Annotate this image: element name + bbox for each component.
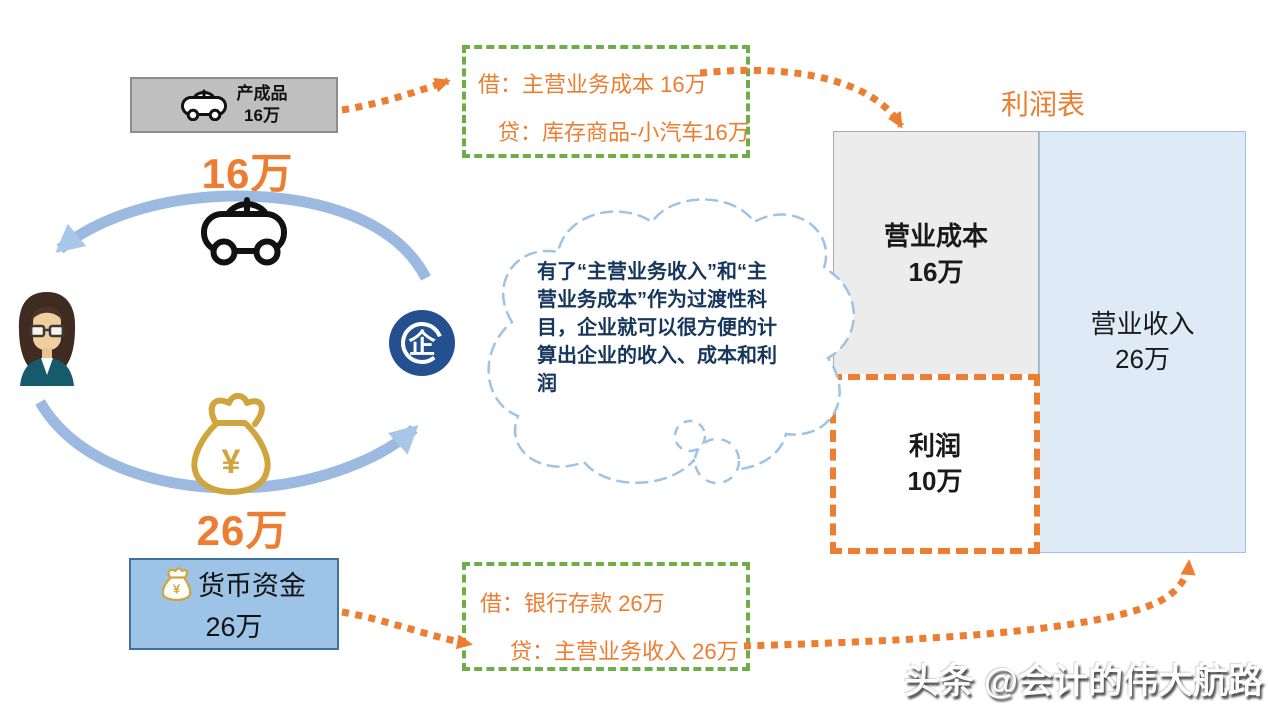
- yuan-symbol: ¥: [173, 581, 181, 596]
- watermark: 头条 @会计的伟大航路: [904, 662, 1263, 701]
- profit-cell: 利润 10万: [830, 374, 1040, 554]
- connector-cash-to-journal: [341, 608, 473, 650]
- operating-revenue-amount: 26万: [1115, 344, 1170, 374]
- person-icon: [18, 292, 76, 386]
- finished-goods-label: 产成品: [236, 83, 288, 103]
- goods-arc-arrow: [55, 190, 431, 281]
- finished-goods-box: 产成品 16万: [130, 77, 338, 133]
- profit-amount: 10万: [907, 466, 963, 496]
- operating-cost-label: 营业成本: [883, 221, 988, 252]
- thought-bubble-text: 有了“主营业务收入”和“主营业务成本”作为过渡性科目，企业就可以很方便的计算出企…: [537, 261, 777, 395]
- connector-journal-to-revenue: [743, 559, 1196, 650]
- operating-cost-amount: 16万: [908, 256, 964, 287]
- car-icon: [180, 89, 227, 121]
- cash-box: ¥ 货币资金 26万: [129, 558, 339, 650]
- goods-flow-amount: 16万: [201, 150, 294, 197]
- cloud-tail-circle-small: [673, 419, 707, 453]
- connector-goods-to-journal: [341, 77, 451, 114]
- money-bag-icon: ¥: [162, 566, 192, 601]
- enterprise-char: 企: [409, 328, 437, 359]
- journal-entry-revenue: 借：银行存款 26万 贷：主营业务收入 26万: [462, 562, 750, 671]
- journal-cost-debit: 借：主营业务成本 16万: [478, 72, 707, 97]
- money-flow-amount: 26万: [196, 507, 289, 554]
- profit-label: 利润: [908, 430, 961, 461]
- operating-cost-cell: 营业成本 16万: [833, 131, 1039, 378]
- finished-goods-amount: 16万: [244, 106, 280, 125]
- cash-box-amount: 26万: [205, 612, 263, 642]
- cash-box-label: 货币资金: [198, 571, 306, 601]
- money-bag-icon: ¥: [191, 392, 271, 495]
- income-statement-title: 利润表: [1000, 89, 1085, 120]
- journal-cost-credit: 贷：库存商品-小汽车16万: [498, 120, 750, 145]
- journal-entry-cost: 借：主营业务成本 16万 贷：库存商品-小汽车16万: [462, 45, 750, 158]
- enterprise-icon: 企: [389, 310, 455, 376]
- journal-revenue-credit: 贷：主营业务收入 26万: [510, 639, 739, 664]
- car-icon: [201, 197, 287, 266]
- journal-revenue-debit: 借：银行存款 26万: [480, 591, 665, 616]
- money-arc-arrow: [35, 399, 419, 494]
- operating-revenue-cell: 营业收入 26万: [1039, 131, 1246, 553]
- yuan-symbol: ¥: [222, 443, 241, 481]
- cloud-tail-circle-large: [693, 437, 741, 485]
- operating-revenue-label: 营业收入: [1090, 308, 1195, 339]
